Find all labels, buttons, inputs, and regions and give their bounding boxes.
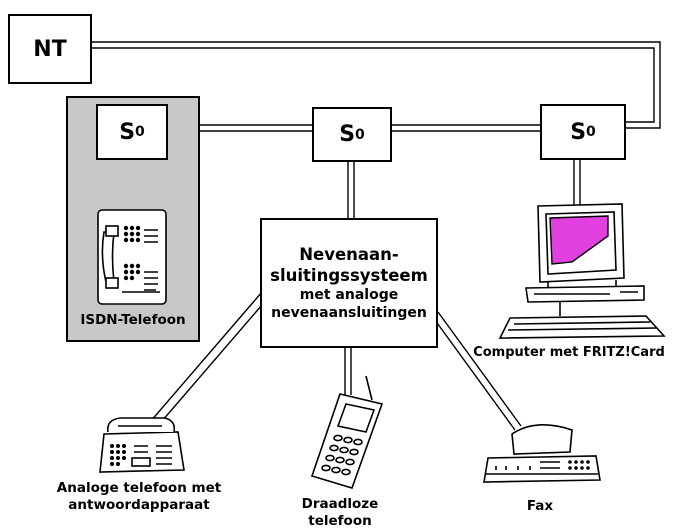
nt-box: NT: [8, 14, 92, 84]
label-fax: Fax: [526, 498, 554, 514]
label-analog-phone: Analoge telefoon met antwoordapparaat: [56, 480, 222, 513]
computer-icon: [498, 203, 666, 339]
nt-label: NT: [33, 36, 67, 62]
line-pbx-fax: [431, 315, 516, 431]
isdn-phone-icon: [97, 209, 167, 305]
pbx-title-1: Nevenaan-: [299, 245, 399, 264]
label-isdn-phone: ISDN-Telefoon: [80, 312, 186, 328]
bus-line-nt: [90, 41, 661, 129]
label-cordless-phone: Draadloze telefoon: [301, 496, 379, 529]
label-computer: Computer met FRITZ!Card: [473, 345, 665, 360]
line-pbx-analog: [149, 291, 263, 423]
cordless-phone-icon: [310, 375, 384, 489]
pbx-subtitle-2: nevenaansluitingen: [271, 305, 427, 321]
fax-icon: [483, 424, 601, 483]
pbx-subtitle-1: met analoge: [299, 287, 399, 303]
pbx-title-2: sluitingssysteem: [270, 266, 428, 285]
pbx-box: Nevenaan- sluitingssysteem met analoge n…: [260, 218, 438, 348]
analog-phone-icon: [99, 417, 185, 473]
